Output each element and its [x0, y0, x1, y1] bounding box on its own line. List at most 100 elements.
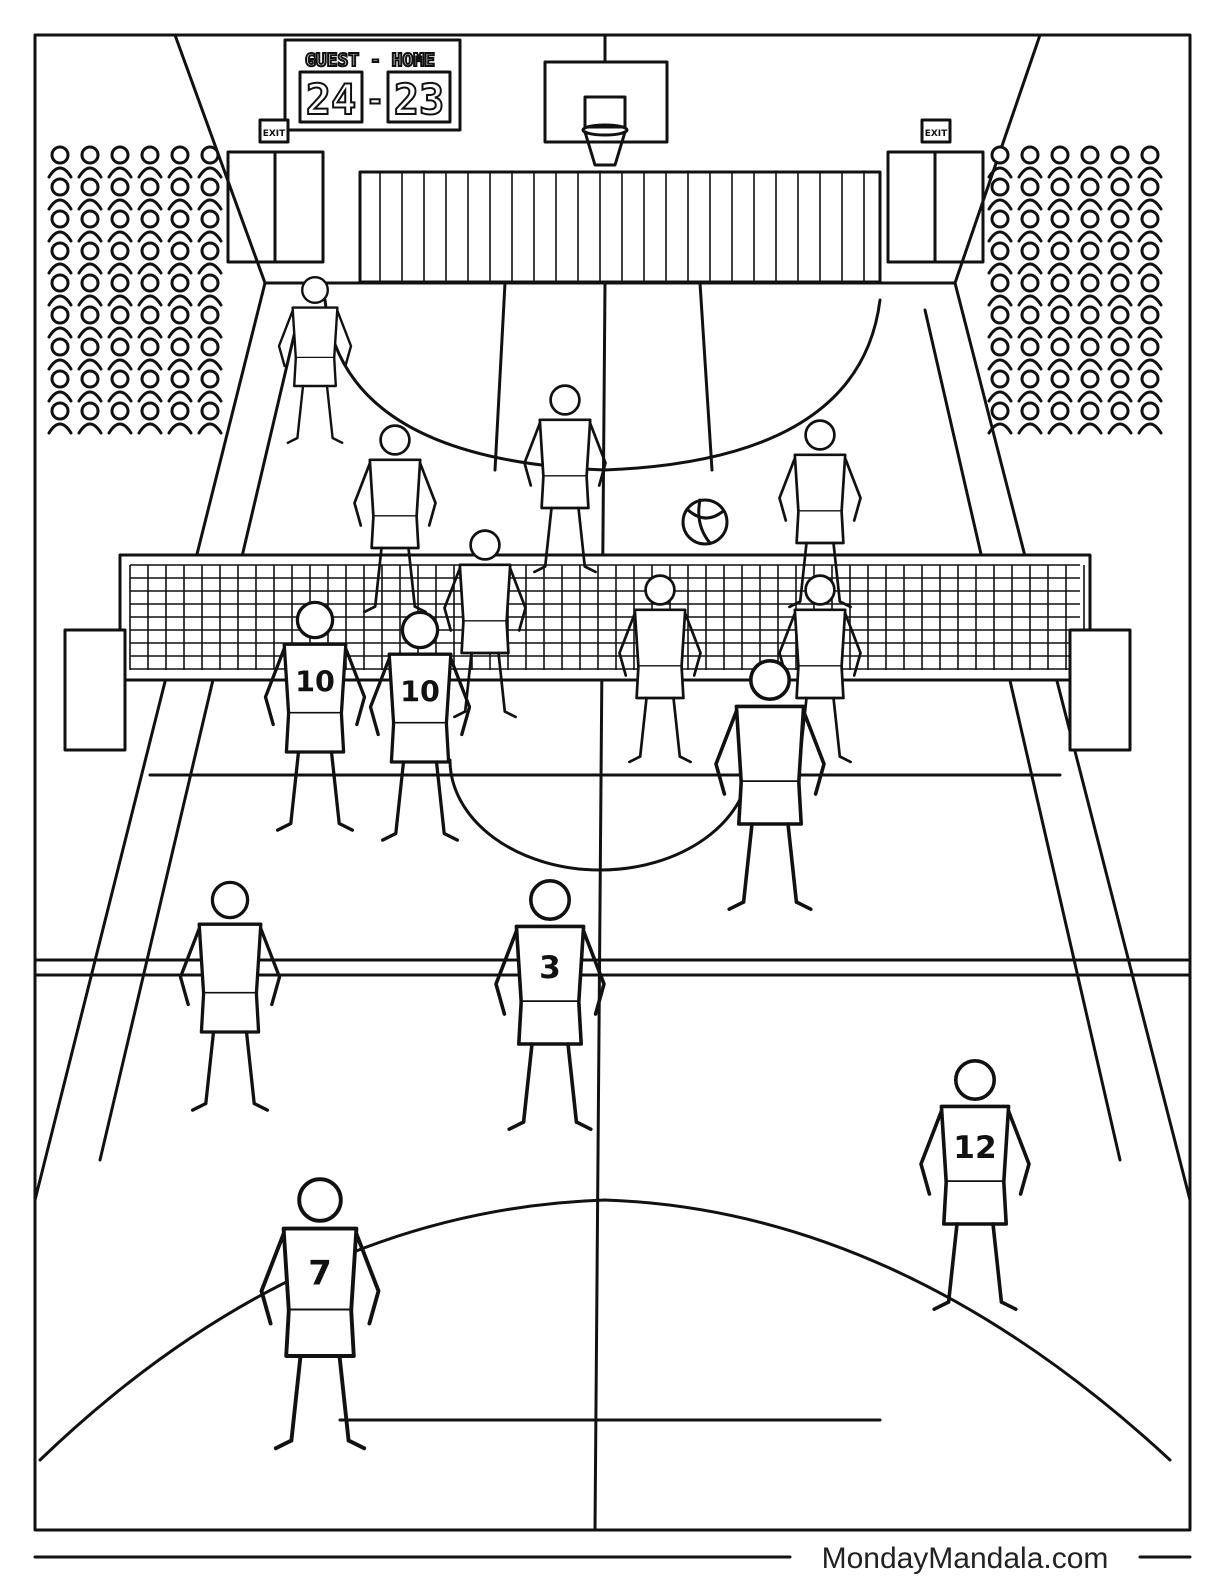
spectator	[1137, 145, 1163, 179]
player	[618, 574, 702, 764]
spectator	[1077, 145, 1103, 179]
spectator	[1107, 241, 1133, 275]
spectator	[107, 401, 133, 435]
spectator	[47, 401, 73, 435]
spectator	[1077, 369, 1103, 403]
spectator	[1077, 401, 1103, 435]
scoreboard: GUEST - HOME 24 - 23	[283, 38, 462, 132]
spectator	[1017, 337, 1043, 371]
spectator	[987, 369, 1013, 403]
player: 10	[368, 610, 472, 842]
spectator	[1107, 209, 1133, 243]
spectator	[1017, 241, 1043, 275]
player: 10	[263, 600, 367, 832]
jersey-number: 3	[539, 950, 561, 986]
exit-sign-right: EXIT	[920, 118, 952, 144]
spectator	[1107, 369, 1133, 403]
spectator	[1047, 177, 1073, 211]
spectator	[47, 209, 73, 243]
spectator	[107, 209, 133, 243]
spectator	[107, 273, 133, 307]
spectator	[1077, 305, 1103, 339]
spectator	[1107, 273, 1133, 307]
spectator	[1017, 209, 1043, 243]
players: 10 10 3 12 7	[178, 275, 1031, 1451]
spectator	[107, 369, 133, 403]
spectator	[167, 209, 193, 243]
spectator	[77, 369, 103, 403]
spectator	[197, 177, 223, 211]
spectator	[137, 273, 163, 307]
spectator	[1107, 145, 1133, 179]
court-lines	[33, 281, 1192, 1532]
spectator	[987, 177, 1013, 211]
player	[443, 529, 527, 719]
spectator	[197, 401, 223, 435]
doors	[226, 150, 985, 264]
spectator	[137, 209, 163, 243]
player: 12	[919, 1058, 1031, 1312]
volleyball	[681, 498, 729, 546]
home-score: 23	[394, 75, 445, 124]
spectator	[167, 177, 193, 211]
player: 3	[494, 878, 606, 1132]
spectator	[107, 241, 133, 275]
spectator	[987, 337, 1013, 371]
spectator	[1047, 209, 1073, 243]
spectator	[1077, 177, 1103, 211]
volleyball-net	[63, 553, 1132, 752]
spectator	[1017, 401, 1043, 435]
spectator	[1107, 337, 1133, 371]
svg-text:EXIT: EXIT	[263, 129, 286, 139]
spectator	[1137, 273, 1163, 307]
spectator	[987, 305, 1013, 339]
player	[277, 275, 353, 445]
spectator	[1047, 305, 1073, 339]
spectator	[77, 401, 103, 435]
spectator	[77, 273, 103, 307]
scoreboard-label: GUEST - HOME	[305, 50, 435, 71]
spectator	[197, 209, 223, 243]
spectator	[107, 305, 133, 339]
player	[353, 424, 437, 614]
spectator	[137, 305, 163, 339]
jersey-number: 10	[295, 665, 335, 699]
spectator	[987, 145, 1013, 179]
spectator	[47, 177, 73, 211]
spectator	[167, 305, 193, 339]
player: 7	[259, 1177, 381, 1451]
guest-score: 24	[306, 75, 357, 124]
jersey-number: 12	[953, 1130, 996, 1166]
spectator	[1017, 305, 1043, 339]
spectator	[1047, 401, 1073, 435]
player	[178, 880, 282, 1112]
spectator	[987, 401, 1013, 435]
spectator	[1017, 177, 1043, 211]
spectator	[1107, 177, 1133, 211]
player	[523, 384, 607, 574]
spectator	[1137, 241, 1163, 275]
jersey-number: 10	[400, 675, 440, 709]
player	[714, 658, 826, 912]
spectator	[197, 305, 223, 339]
spectator	[197, 273, 223, 307]
spectator	[167, 401, 193, 435]
spectator	[137, 241, 163, 275]
spectator	[167, 273, 193, 307]
spectator	[1107, 305, 1133, 339]
spectator	[987, 273, 1013, 307]
spectator	[987, 241, 1013, 275]
spectator	[77, 177, 103, 211]
spectator	[137, 145, 163, 179]
spectator	[1077, 337, 1103, 371]
spectator	[107, 145, 133, 179]
page-border	[33, 33, 1192, 1532]
spectator	[1047, 337, 1073, 371]
jersey-number: 7	[308, 1254, 332, 1293]
spectator	[47, 273, 73, 307]
spectator	[1077, 273, 1103, 307]
spectator	[1017, 273, 1043, 307]
spectator	[1137, 209, 1163, 243]
spectator	[1047, 241, 1073, 275]
spectator	[1047, 273, 1073, 307]
